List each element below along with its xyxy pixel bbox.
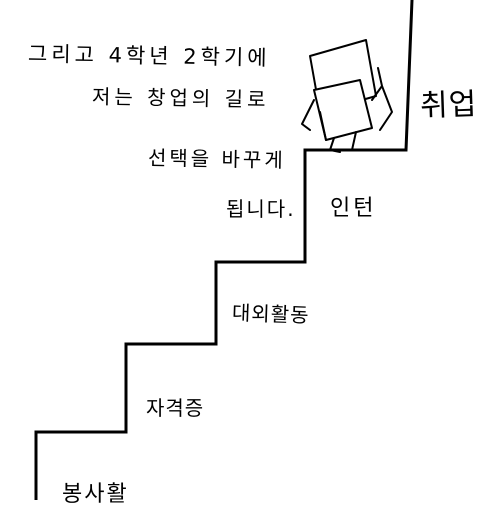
step-label-internship: 인턴	[330, 196, 377, 221]
narration-line-4: 됩니다.	[226, 197, 296, 221]
step-label-certifications: 자격증	[146, 396, 205, 420]
